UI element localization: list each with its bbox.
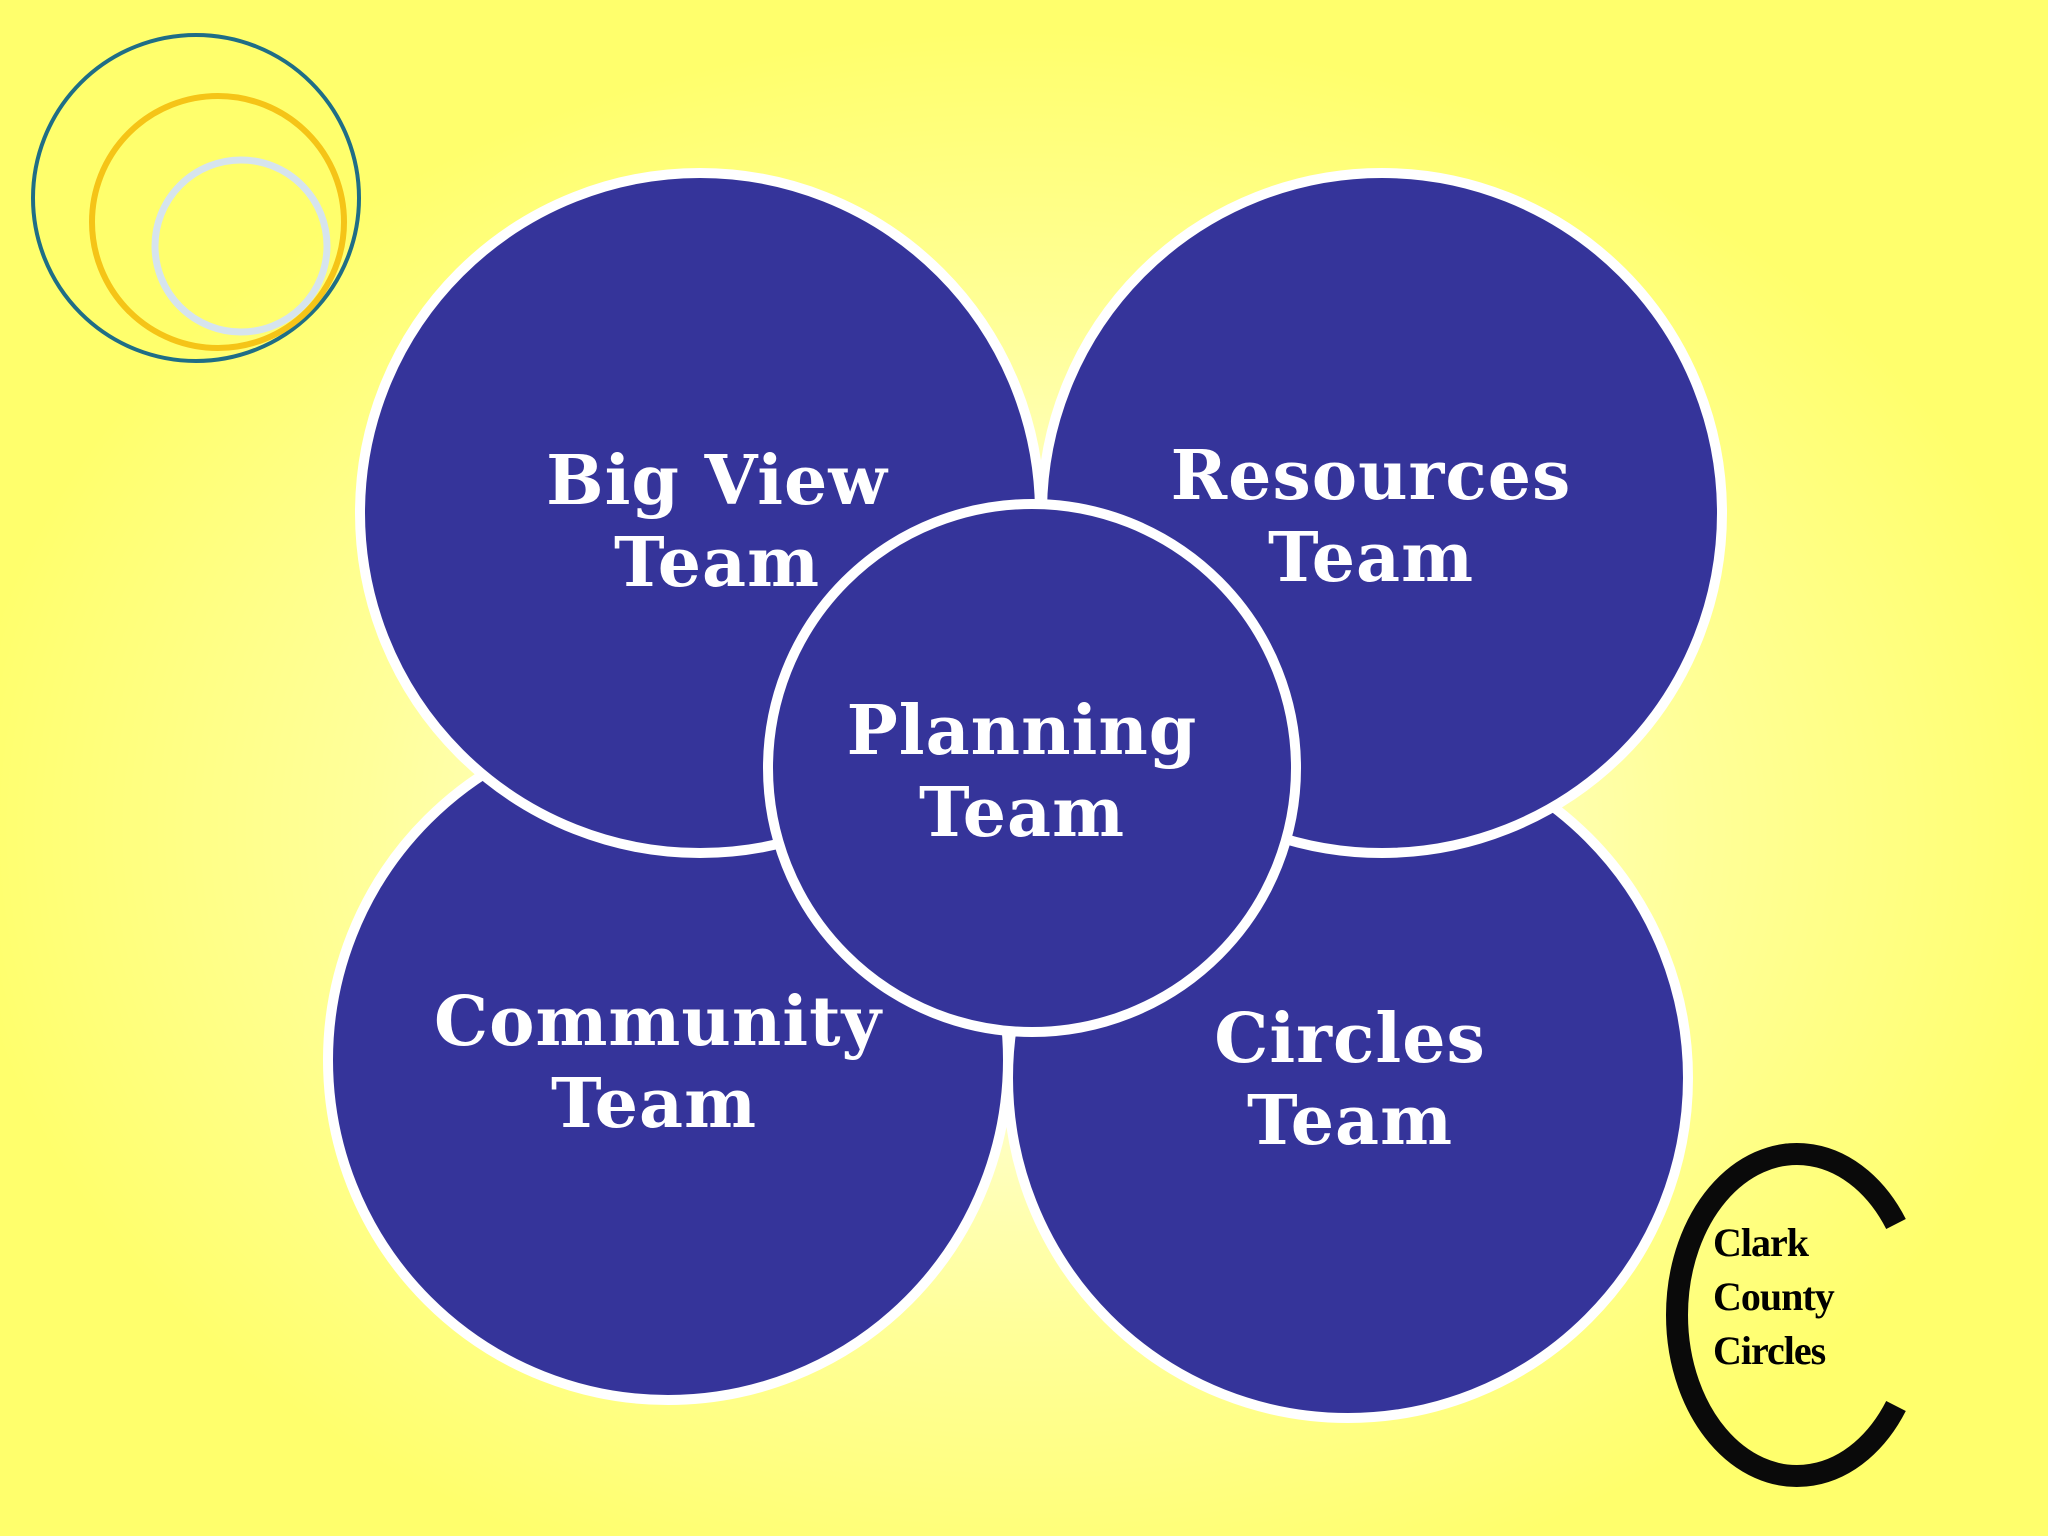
letter-c-logo-icon bbox=[1666, 1143, 1906, 1487]
planning-team-circle bbox=[763, 499, 1301, 1037]
concentric-rings-icon bbox=[31, 33, 361, 363]
resources-team-line2: Team bbox=[1267, 518, 1475, 598]
community-team-label: Community Team bbox=[434, 981, 883, 1145]
community-team-line2: Team bbox=[550, 1064, 758, 1144]
planning-team-label: Planning Team bbox=[802, 690, 1242, 854]
planning-team-line2: Team bbox=[918, 773, 1126, 853]
circles-team-label: Circles Team bbox=[1130, 998, 1570, 1162]
circles-team-line2: Team bbox=[1246, 1081, 1454, 1161]
clark-county-circles-logo-text: Clark County Circles bbox=[1713, 1216, 1913, 1378]
logo-line1: Clark bbox=[1713, 1220, 1809, 1265]
logo-line2: County bbox=[1713, 1274, 1835, 1319]
resources-team-line1: Resources bbox=[1170, 436, 1572, 516]
planning-team-line1: Planning bbox=[846, 691, 1198, 771]
big-view-team-line2: Team bbox=[613, 523, 821, 603]
big-view-team-label: Big View Team bbox=[497, 440, 937, 604]
community-team-line1: Community bbox=[434, 982, 883, 1062]
circles-team-line1: Circles bbox=[1214, 999, 1486, 1079]
big-view-team-line1: Big View bbox=[546, 441, 888, 521]
logo-line3: Circles bbox=[1713, 1328, 1826, 1373]
resources-team-label: Resources Team bbox=[1151, 435, 1591, 599]
